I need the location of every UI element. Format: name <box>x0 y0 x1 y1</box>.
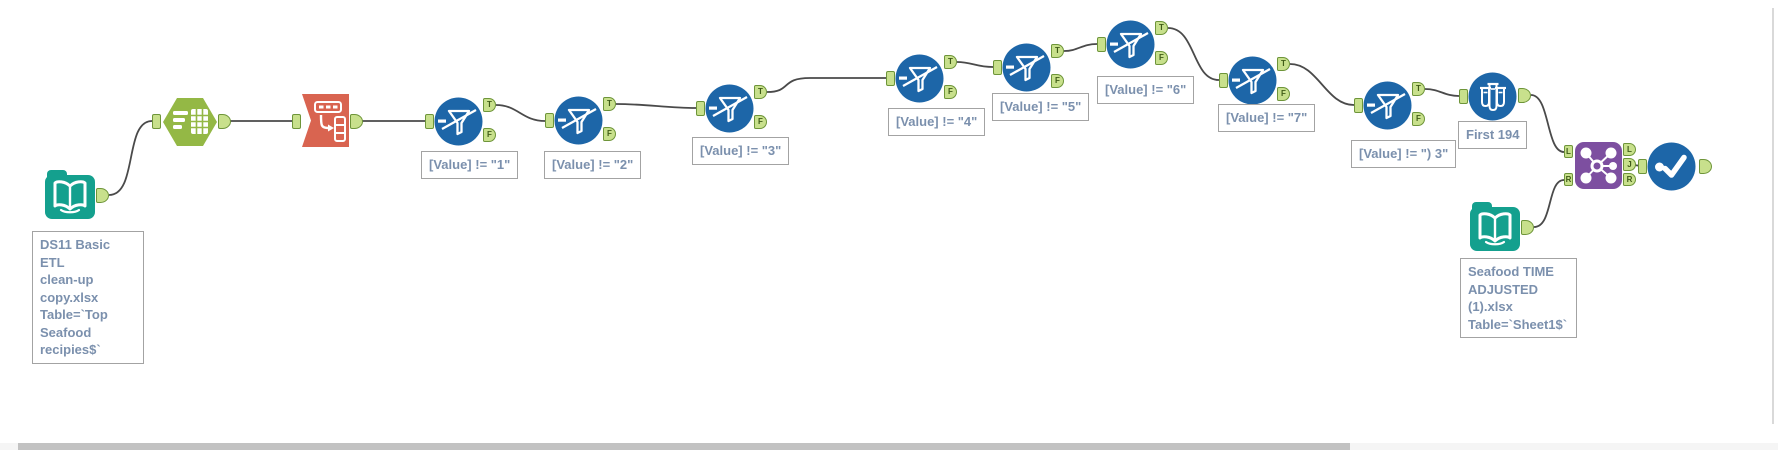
right-output-anchor[interactable]: R <box>1623 173 1636 186</box>
filter-tool-1[interactable]: T F <box>425 97 496 146</box>
filter-funnel-icon <box>705 84 754 133</box>
annotation-filter2[interactable]: [Value] != "2" <box>544 151 642 179</box>
connection-filter6-to-filter7[interactable] <box>1167 27 1220 81</box>
false-output-anchor[interactable]: F <box>1277 87 1290 101</box>
join-tool[interactable]: L R L J R <box>1564 142 1636 189</box>
output-anchor[interactable] <box>96 188 109 203</box>
input-data-tool-1[interactable] <box>45 169 109 219</box>
filter-tool-8[interactable]: T F <box>1354 81 1425 130</box>
transpose-tool[interactable] <box>292 94 363 147</box>
input-data-tool-2[interactable] <box>1470 201 1534 251</box>
true-output-anchor[interactable]: T <box>603 97 616 111</box>
true-output-anchor[interactable]: T <box>1051 44 1064 58</box>
true-output-anchor[interactable]: T <box>1155 21 1168 35</box>
filter-funnel-icon <box>554 96 603 145</box>
input-anchor[interactable] <box>886 71 895 86</box>
false-output-anchor[interactable]: F <box>944 85 957 99</box>
input-anchor[interactable] <box>545 113 554 128</box>
annotation-filter6[interactable]: [Value] != "6" <box>1097 76 1195 104</box>
true-output-anchor[interactable]: T <box>483 98 496 112</box>
false-output-anchor[interactable]: F <box>1412 112 1425 126</box>
annotation-input2[interactable]: Seafood TIME ADJUSTED (1).xlsx Table=`Sh… <box>1460 258 1577 338</box>
filter-tool-6[interactable]: T F <box>1097 20 1168 69</box>
false-output-anchor[interactable]: F <box>1051 74 1064 88</box>
summarize-tool[interactable] <box>152 97 231 147</box>
right-input-anchor[interactable]: R <box>1564 173 1573 186</box>
input-anchor[interactable] <box>1638 159 1647 174</box>
filter-tool-5[interactable]: T F <box>993 43 1064 92</box>
input-data-book-icon <box>45 170 95 219</box>
input-anchor[interactable] <box>1097 37 1106 52</box>
connection-input1-to-summarize[interactable] <box>108 120 153 196</box>
summarize-hexagon-icon <box>163 98 217 146</box>
connection-filter4-to-filter5[interactable] <box>956 61 994 68</box>
filter-tool-2[interactable]: T F <box>545 96 616 145</box>
annotation-filter5[interactable]: [Value] != "5" <box>992 93 1090 121</box>
input-anchor[interactable] <box>1459 89 1468 104</box>
true-output-anchor[interactable]: T <box>1412 82 1425 96</box>
false-output-anchor[interactable]: F <box>1155 51 1168 65</box>
annotation-filter8[interactable]: [Value] != ") 3" <box>1351 140 1457 168</box>
select-checkmark-icon <box>1647 142 1696 191</box>
output-anchor[interactable] <box>218 114 231 129</box>
input-anchor[interactable] <box>1354 98 1363 113</box>
connection-sample-to-join-L[interactable] <box>1530 94 1565 153</box>
true-output-anchor[interactable]: T <box>944 55 957 69</box>
horizontal-scrollbar-track[interactable] <box>0 443 1778 450</box>
input-anchor[interactable] <box>696 101 705 116</box>
output-anchor[interactable] <box>1699 159 1712 174</box>
filter-funnel-icon <box>1228 56 1277 105</box>
sample-tool[interactable] <box>1459 72 1531 121</box>
output-anchor[interactable] <box>1518 88 1531 103</box>
join-network-icon <box>1575 142 1622 189</box>
annotation-sample[interactable]: First 194 <box>1458 121 1528 149</box>
annotation-filter1[interactable]: [Value] != "1" <box>421 151 519 179</box>
annotation-filter7[interactable]: [Value] != "7" <box>1218 104 1316 132</box>
join-output-anchor[interactable]: J <box>1623 158 1636 171</box>
input-anchor[interactable] <box>425 114 434 129</box>
filter-tool-3[interactable]: T F <box>696 84 767 133</box>
filter-tool-7[interactable]: T F <box>1219 56 1290 105</box>
false-output-anchor[interactable]: F <box>754 115 767 129</box>
filter-funnel-icon <box>1363 81 1412 130</box>
filter-tool-4[interactable]: T F <box>886 54 957 103</box>
connection-filter7-to-filter8[interactable] <box>1289 63 1355 106</box>
connection-input2-to-join-R[interactable] <box>1533 179 1565 228</box>
canvas-right-edge <box>1772 8 1774 424</box>
connection-filter5-to-filter6[interactable] <box>1063 43 1098 52</box>
left-input-anchor[interactable]: L <box>1564 145 1573 158</box>
annotation-filter3[interactable]: [Value] != "3" <box>692 137 790 165</box>
filter-funnel-icon <box>895 54 944 103</box>
connection-filter3-to-filter4[interactable] <box>766 77 886 93</box>
input-anchor[interactable] <box>1219 73 1228 88</box>
true-output-anchor[interactable]: T <box>1277 57 1290 71</box>
connection-filter2-to-filter3[interactable] <box>615 103 697 109</box>
annotation-input1[interactable]: DS11 Basic ETL clean-up copy.xlsx Table=… <box>32 231 144 364</box>
select-tool[interactable] <box>1638 142 1712 191</box>
annotation-filter4[interactable]: [Value] != "4" <box>888 108 986 136</box>
output-anchor[interactable] <box>1521 220 1534 235</box>
left-output-anchor[interactable]: L <box>1623 143 1636 156</box>
filter-funnel-icon <box>1106 20 1155 69</box>
horizontal-scrollbar-thumb[interactable] <box>18 443 1350 450</box>
sample-test-tubes-icon <box>1468 72 1517 121</box>
false-output-anchor[interactable]: F <box>483 128 496 142</box>
input-data-book-icon <box>1470 202 1520 251</box>
filter-funnel-icon <box>434 97 483 146</box>
input-anchor[interactable] <box>152 114 161 129</box>
connection-filter8-to-sample[interactable] <box>1424 88 1460 97</box>
input-anchor[interactable] <box>993 60 1002 75</box>
input-anchor[interactable] <box>292 114 301 129</box>
transpose-icon <box>302 94 349 147</box>
connection-filter1-to-filter2[interactable] <box>495 104 546 122</box>
filter-funnel-icon <box>1002 43 1051 92</box>
output-anchor[interactable] <box>350 114 363 129</box>
true-output-anchor[interactable]: T <box>754 85 767 99</box>
false-output-anchor[interactable]: F <box>603 127 616 141</box>
